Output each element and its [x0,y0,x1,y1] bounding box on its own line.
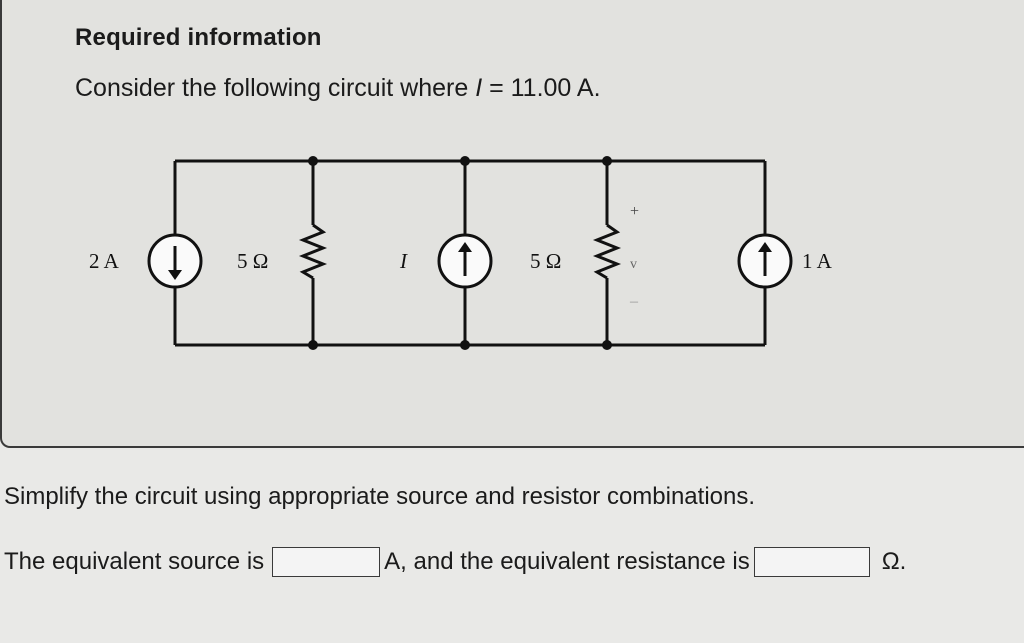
equivalent-source-input[interactable] [272,547,381,577]
left-resistor-label: 5 Ω [237,249,268,273]
minus-sign: – [629,293,639,310]
right-source-label: 1 A [802,249,833,273]
required-information-panel: Required information Consider the follow… [0,0,1024,448]
right-resistor-label: 5 Ω [530,249,561,273]
left-resistor [298,223,328,280]
ohm-unit: Ω. [881,548,907,575]
right-resistor [592,223,622,280]
circuit-description: Consider the following circuit where I =… [75,74,601,103]
arrow-up-icon [458,242,472,252]
source-prompt: The equivalent source is [4,548,265,575]
answer-line: The equivalent source is A, and the equi… [4,547,906,577]
equivalent-resistance-input[interactable] [753,547,870,577]
resistance-prompt: A, and the equivalent resistance is [384,548,750,575]
v-label: v [630,257,637,272]
left-source-label: 2 A [89,249,120,273]
arrow-up-icon [758,242,772,252]
question-text: Simplify the circuit using appropriate s… [4,483,756,510]
circuit-diagram: 2 A 5 Ω I 5 Ω 1 A + v – [89,156,833,350]
plus-sign: + [630,203,639,220]
middle-source-label: I [399,249,408,273]
intro-text-after: = 11.00 A. [482,74,601,102]
panel-heading: Required information [75,24,322,51]
intro-text-before: Consider the following circuit where [75,74,476,102]
current-variable: I [475,74,483,102]
arrow-down-icon [168,270,182,280]
